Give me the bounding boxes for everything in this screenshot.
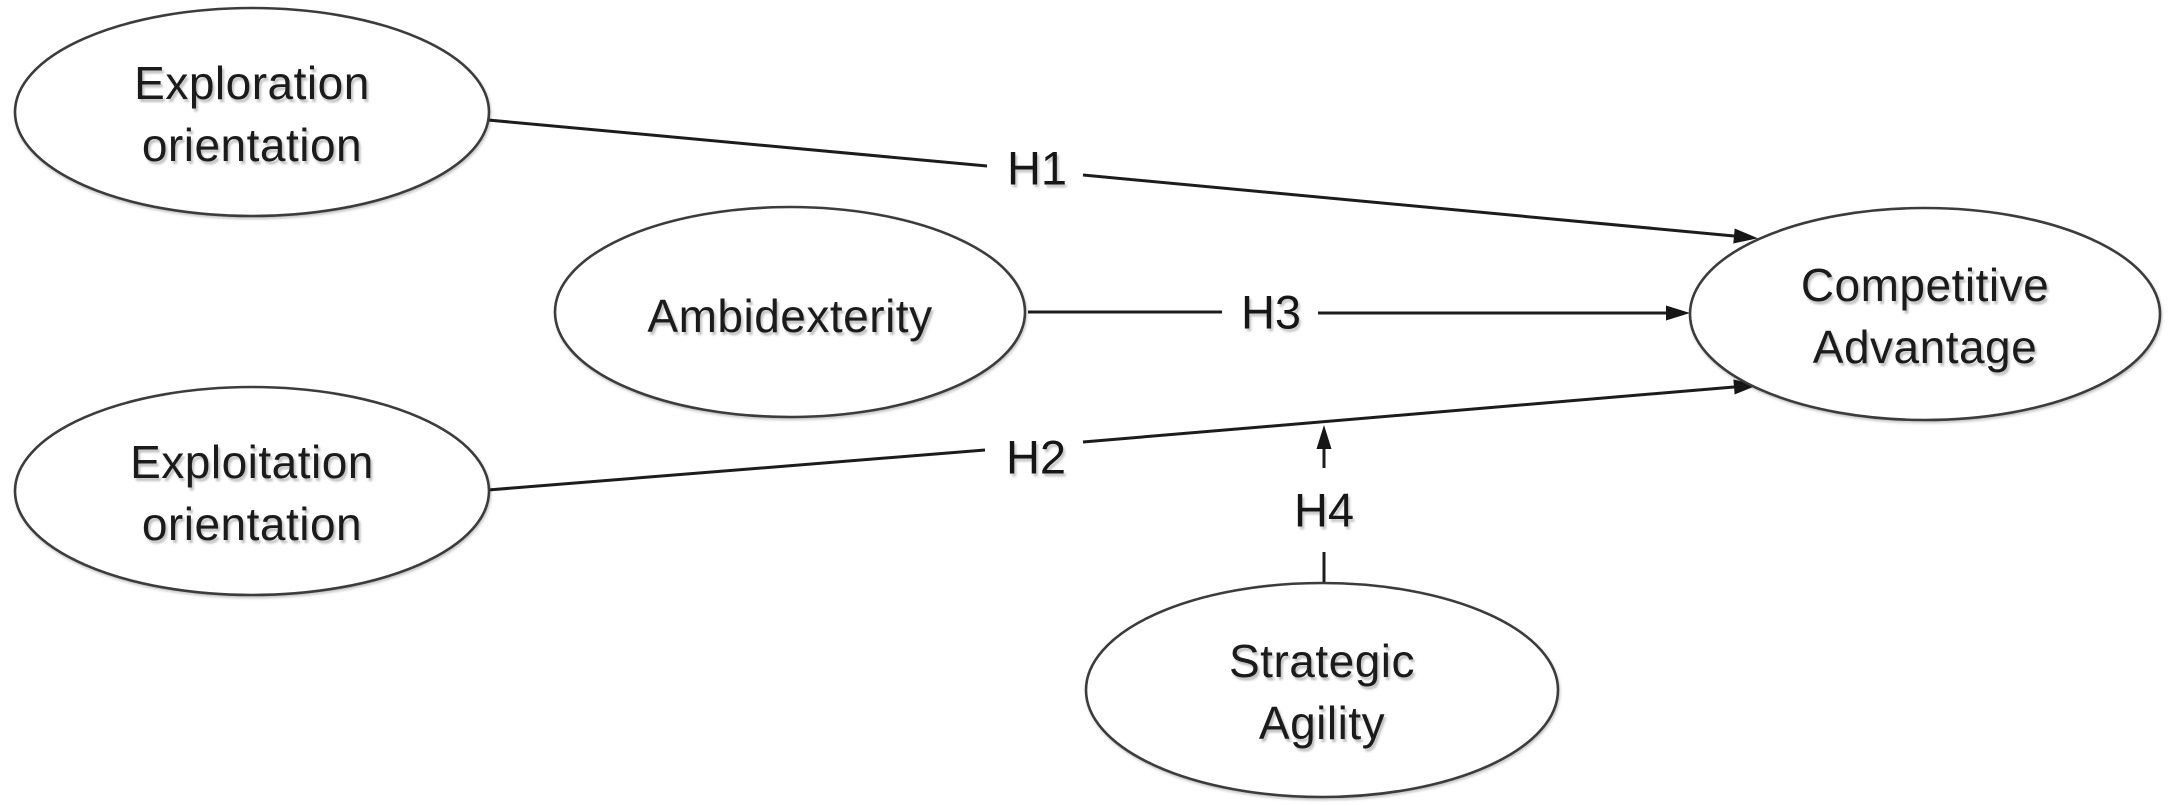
edge-h2-segment-left xyxy=(487,448,986,492)
ambidexterity-ellipse xyxy=(553,205,1027,419)
exploitation-orientation-ellipse xyxy=(13,385,491,597)
edge-h1: H1 xyxy=(487,118,1758,244)
exploitation-orientation-label-line2: orientation xyxy=(142,498,362,550)
node-ambidexterity: Ambidexterity xyxy=(553,205,1027,419)
node-exploitation-orientation: Exploitation orientation xyxy=(13,385,491,597)
node-competitive-advantage: Competitive Advantage xyxy=(1688,206,2162,422)
strategic-agility-label-line1: Strategic xyxy=(1229,635,1415,687)
competitive-advantage-ellipse xyxy=(1688,206,2162,422)
edge-h3-label: H3 xyxy=(1241,286,1301,339)
competitive-advantage-label-line2: Advantage xyxy=(1813,321,2037,373)
strategic-agility-ellipse xyxy=(1084,581,1560,799)
edge-h3: H3 xyxy=(1028,286,1690,339)
exploitation-orientation-label-line1: Exploitation xyxy=(130,436,374,488)
edge-h2: H2 xyxy=(487,379,1758,492)
strategic-agility-label-line2: Agility xyxy=(1259,697,1385,749)
node-exploration-orientation: Exploration orientation xyxy=(13,6,491,218)
competitive-advantage-label-line1: Competitive xyxy=(1801,259,2049,311)
edge-h2-label: H2 xyxy=(1006,431,1066,484)
edge-h1-label: H1 xyxy=(1007,142,1067,195)
exploration-orientation-label-line1: Exploration xyxy=(134,57,370,109)
exploration-orientation-ellipse xyxy=(13,6,491,218)
node-strategic-agility: Strategic Agility xyxy=(1084,581,1560,799)
edge-h1-segment-left xyxy=(487,118,988,168)
edge-h4: H4 xyxy=(1294,425,1354,582)
edge-h4-label: H4 xyxy=(1294,484,1354,537)
edge-h2-segment-right xyxy=(1082,379,1758,444)
exploration-orientation-label-line2: orientation xyxy=(142,119,362,171)
edge-h1-segment-right xyxy=(1082,173,1758,244)
ambidexterity-label: Ambidexterity xyxy=(647,290,932,342)
